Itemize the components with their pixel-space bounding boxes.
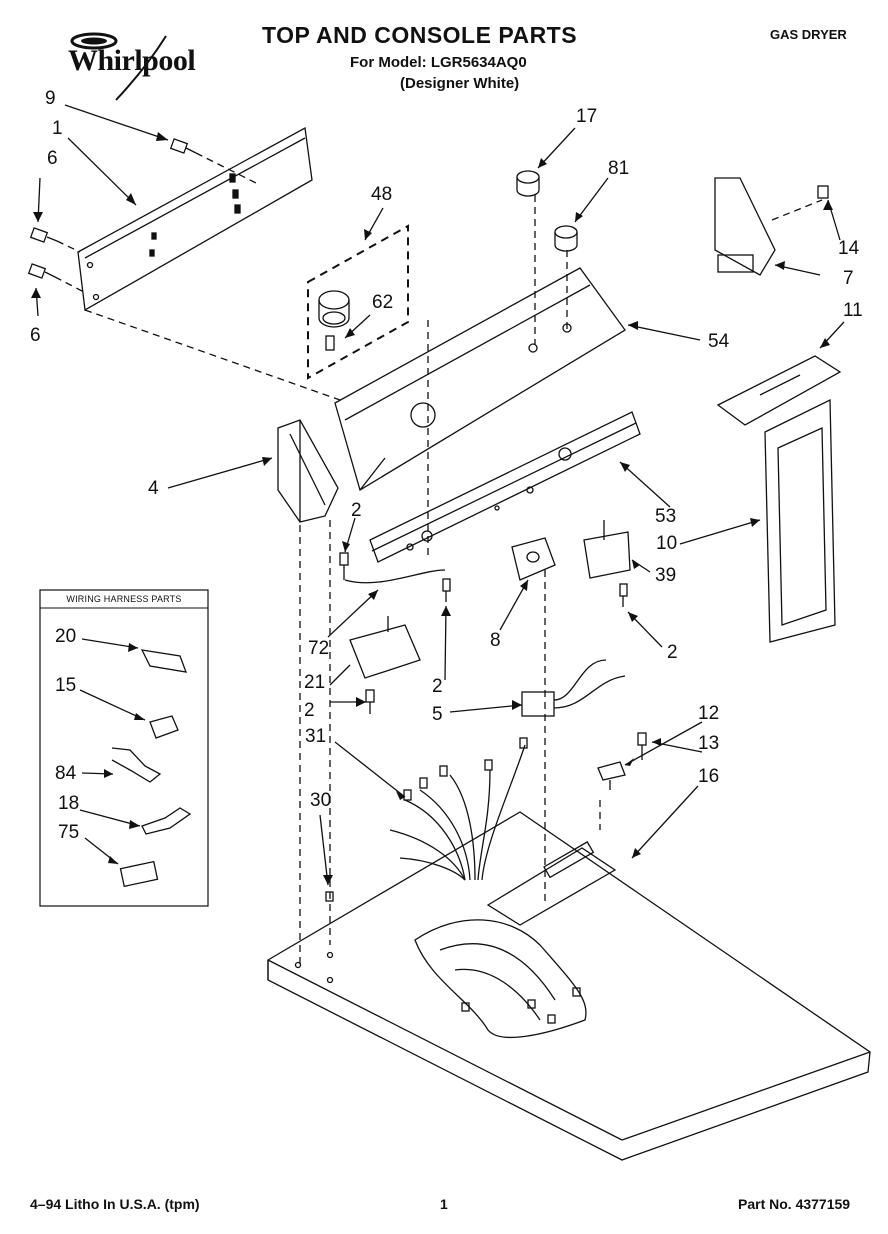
console-rail-part bbox=[369, 411, 641, 563]
callout-81: 81 bbox=[608, 158, 630, 179]
callout-14: 14 bbox=[838, 238, 860, 259]
whirlpool-logo bbox=[66, 28, 216, 108]
callout-2: 2 bbox=[351, 500, 362, 521]
callout-53: 53 bbox=[655, 506, 677, 527]
screw-icon bbox=[339, 552, 647, 760]
page-number: 1 bbox=[440, 1196, 448, 1212]
harness-leader-lines bbox=[79, 638, 146, 865]
callout-84: 84 bbox=[55, 763, 77, 784]
callout-16: 16 bbox=[698, 766, 720, 787]
callout-5: 5 bbox=[432, 704, 443, 725]
jumper-harness-part bbox=[521, 659, 626, 717]
end-cap-part bbox=[277, 419, 339, 523]
logo-swoosh-icon bbox=[70, 32, 167, 101]
callout-6: 6 bbox=[30, 325, 41, 346]
callout-4: 4 bbox=[148, 478, 159, 499]
arrowheads bbox=[104, 643, 145, 864]
callout-1: 1 bbox=[52, 118, 63, 139]
part-number: Part No. 4377159 bbox=[738, 1196, 851, 1212]
page-title: TOP AND CONSOLE PARTS bbox=[262, 22, 578, 48]
callout-6: 6 bbox=[47, 148, 58, 169]
wiring-harness-parts-box bbox=[39, 589, 209, 907]
screw-icon bbox=[817, 185, 829, 199]
harness-box-title: WIRING HARNESS PARTS bbox=[66, 594, 182, 604]
callout-2: 2 bbox=[667, 642, 678, 663]
callout-9: 9 bbox=[45, 88, 56, 109]
screw-icon bbox=[27, 138, 197, 279]
callout-10: 10 bbox=[656, 533, 678, 554]
timer-knob-part bbox=[318, 290, 350, 351]
callout-2: 2 bbox=[304, 700, 315, 721]
side-bracket-part bbox=[714, 177, 776, 276]
lint-duct-part bbox=[764, 398, 836, 643]
clip-part bbox=[325, 891, 334, 902]
callout-13: 13 bbox=[698, 733, 720, 754]
alignment-lines bbox=[54, 152, 823, 965]
callout-17: 17 bbox=[576, 106, 598, 127]
model-color: (Designer White) bbox=[400, 75, 520, 92]
dryer-top-part bbox=[267, 811, 871, 1161]
console-bracket-part bbox=[77, 126, 313, 312]
callout-72: 72 bbox=[308, 638, 330, 659]
callout-20: 20 bbox=[55, 626, 77, 647]
arrowheads bbox=[31, 132, 833, 885]
callout-54: 54 bbox=[708, 331, 730, 352]
callout-15: 15 bbox=[55, 675, 77, 696]
footer-print-info: 4–94 Litho In U.S.A. (tpm) bbox=[30, 1196, 200, 1212]
callout-7: 7 bbox=[843, 268, 854, 289]
lint-cover-part bbox=[716, 355, 842, 426]
switch-part bbox=[349, 520, 631, 679]
control-knob-part bbox=[516, 170, 578, 252]
callout-31: 31 bbox=[305, 726, 327, 747]
callout-62: 62 bbox=[372, 292, 394, 313]
ground-wire-part bbox=[344, 569, 446, 584]
callout-30: 30 bbox=[310, 790, 332, 811]
callout-18: 18 bbox=[58, 793, 80, 814]
callout-75: 75 bbox=[58, 822, 80, 843]
callout-39: 39 bbox=[655, 565, 677, 586]
callout-8: 8 bbox=[490, 630, 501, 651]
callout-12: 12 bbox=[698, 703, 720, 724]
timer-kit-box bbox=[307, 224, 409, 380]
appliance-type: GAS DRYER bbox=[770, 27, 847, 42]
harness-parts-icons bbox=[111, 649, 192, 888]
mounting-bracket-part bbox=[597, 761, 626, 790]
callout-48: 48 bbox=[371, 184, 393, 205]
callout-21: 21 bbox=[304, 672, 326, 693]
console-panel-part bbox=[334, 267, 626, 491]
main-harness-part bbox=[389, 737, 528, 881]
under-top-harness-part bbox=[414, 919, 587, 1039]
callout-2: 2 bbox=[432, 676, 443, 697]
model-number: For Model: LGR5634AQ0 bbox=[350, 54, 527, 71]
brand-name: Whirlpool bbox=[68, 44, 196, 77]
callout-11: 11 bbox=[843, 300, 863, 321]
